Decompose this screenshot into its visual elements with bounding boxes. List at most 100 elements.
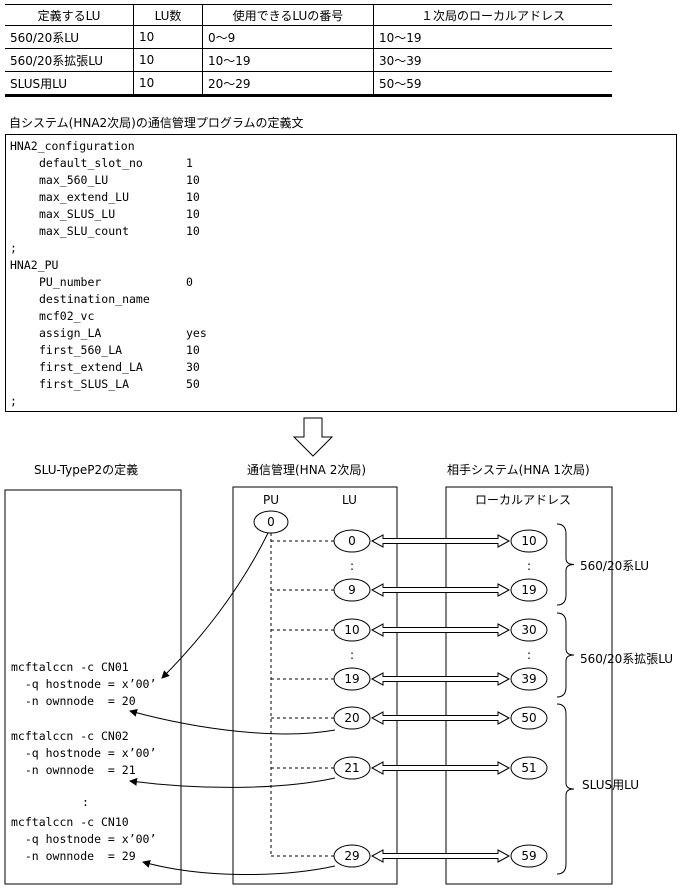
program-key: max_SLU_count: [39, 224, 130, 238]
program-key: first_SLUS_LA: [39, 377, 130, 391]
double-arrow-icon: [370, 761, 511, 775]
table-header-row: 定義するLU LU数 使用できるLUの番号 １次局のローカルアドレス: [5, 4, 612, 26]
pu-label: PU: [263, 493, 279, 507]
lu-node: [333, 756, 371, 780]
lu-node: [333, 844, 371, 868]
la-node: [510, 756, 548, 780]
partner-title: 相手システム(HNA 1次局): [447, 463, 590, 477]
program-key: mcf02_vc: [39, 309, 95, 323]
lu-node: [333, 667, 371, 691]
group-bracket: [556, 703, 575, 875]
lu-node-label: 0: [348, 534, 356, 548]
group-bracket: [556, 612, 575, 698]
table-cell: 20〜29: [202, 71, 374, 97]
program-key: PU_number: [39, 275, 102, 289]
group-label: 560/20系拡張LU: [580, 652, 673, 666]
program-key: HNA2_PU: [10, 258, 59, 272]
table-cell: 50〜59: [373, 71, 612, 97]
local-address-label: ローカルアドレス: [475, 493, 571, 507]
command-ellipsis: :: [82, 795, 89, 809]
program-key: ;: [10, 241, 17, 255]
la-node: [510, 618, 548, 642]
partner-system-box: [445, 486, 613, 885]
command-line: -n ownnode = 29: [11, 849, 136, 863]
double-arrow-icon: [370, 849, 511, 863]
la-node: [510, 844, 548, 868]
group-label: SLUS用LU: [582, 778, 639, 792]
comm-mgmt-box: [232, 486, 398, 885]
table-cell: 0〜9: [202, 25, 374, 49]
comm-title: 通信管理(HNA 2次局): [247, 462, 366, 477]
command-line: mcftalccn -c CN02: [11, 729, 129, 743]
program-value: 10: [186, 224, 200, 238]
command-line: -q hostnode = x’00’: [11, 832, 157, 846]
la-node: [510, 706, 548, 730]
lu-dots: :: [350, 559, 354, 573]
lu-node-label: 10: [344, 623, 359, 637]
double-arrow-icon: [370, 583, 511, 597]
la-node-label: 30: [521, 623, 536, 637]
la-node: [510, 529, 548, 553]
command-line: -q hostnode = x’00’: [11, 746, 157, 760]
table-cell: 10: [133, 71, 203, 97]
program-value: 10: [186, 207, 200, 221]
table-cell: 560/20系拡張LU: [5, 48, 134, 72]
la-node-label: 51: [521, 761, 536, 775]
lu21-to-ownnode-arrow: [129, 777, 336, 788]
program-key: first_560_LA: [39, 343, 123, 357]
double-arrow-icon: [370, 711, 511, 725]
lu-dots: :: [350, 648, 354, 662]
down-arrow-icon: [292, 417, 334, 457]
lu-node-label: 19: [344, 672, 359, 686]
command-line: -q hostnode = x’00’: [11, 677, 157, 691]
lu-table: 定義するLU LU数 使用できるLUの番号 １次局のローカルアドレス 560/2…: [5, 4, 612, 97]
command-line: -n ownnode = 20: [11, 694, 136, 708]
program-key: max_extend_LU: [39, 190, 130, 204]
table-cell: 10〜19: [202, 48, 374, 72]
command-line: mcftalccn -c CN01: [11, 660, 129, 674]
command-line: mcftalccn -c CN10: [11, 815, 129, 829]
la-dots: :: [527, 559, 531, 573]
la-dots: :: [527, 648, 531, 662]
col-header: １次局のローカルアドレス: [373, 4, 612, 26]
table-cell: 10: [133, 25, 203, 49]
command-line: -n ownnode = 21: [11, 763, 136, 777]
lu-node: [333, 618, 371, 642]
group-label: 560/20系LU: [580, 559, 649, 573]
group-bracket: [556, 523, 575, 606]
program-value: 50: [186, 377, 200, 391]
pu-value: 0: [267, 515, 275, 529]
slu-definition-box: [4, 489, 182, 885]
lu-node-label: 21: [344, 761, 359, 775]
la-node: [510, 578, 548, 602]
program-value: 1: [186, 156, 193, 170]
program-value: 0: [186, 275, 193, 289]
pu-to-hostnode-arrow: [161, 532, 269, 679]
col-header: 使用できるLUの番号: [202, 4, 374, 26]
col-header: LU数: [133, 4, 203, 26]
double-arrow-icon: [370, 672, 511, 686]
double-arrow-icon: [370, 534, 511, 548]
program-key: first_extend_LA: [39, 360, 143, 374]
program-value: 10: [186, 173, 200, 187]
table-row: SLUS用LU 10 20〜29 50〜59: [5, 71, 612, 97]
table-row: 560/20系LU 10 0〜9 10〜19: [5, 25, 612, 49]
table-cell: 30〜39: [373, 48, 612, 72]
la-node: [510, 667, 548, 691]
program-key: max_560_LU: [39, 173, 109, 187]
table-cell: 10〜19: [373, 25, 612, 49]
double-arrow-icon: [370, 623, 511, 637]
la-node-label: 59: [521, 849, 536, 863]
program-value: yes: [186, 326, 207, 340]
lu-node: [333, 578, 371, 602]
lu-label: LU: [342, 493, 357, 507]
program-key: max_SLUS_LU: [39, 207, 116, 221]
mapping-arrows: [129, 532, 336, 876]
program-value: 10: [186, 343, 200, 357]
program-key: HNA2_configuration: [10, 139, 135, 153]
table-cell: SLUS用LU: [5, 71, 134, 97]
la-node-label: 50: [521, 711, 536, 725]
